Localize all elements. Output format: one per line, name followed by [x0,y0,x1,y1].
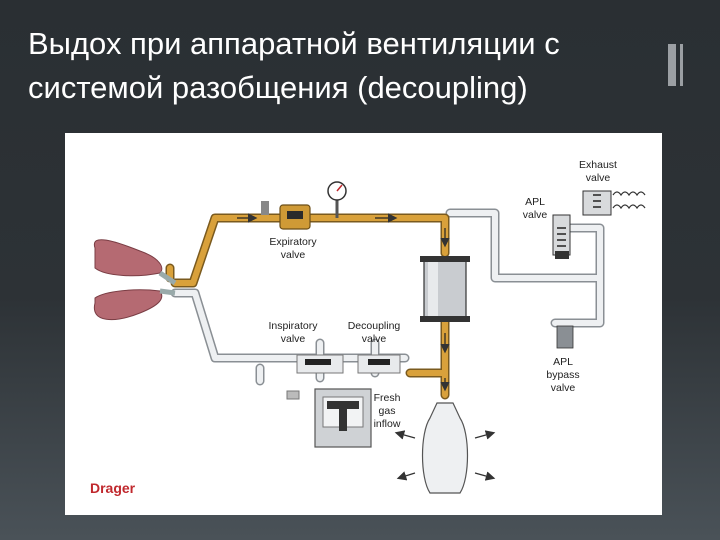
reservoir-bag [421,402,469,494]
accent-bar-thin [680,44,683,86]
credit-drager: Drager [90,480,136,496]
label-exhaust-2: valve [586,172,611,184]
label-decoupling-2: valve [362,333,387,345]
label-aplbypass-1: APL [553,356,573,368]
label-fresh-3: inflow [374,418,401,430]
exhaust-valve [582,190,646,216]
apl-valve [552,214,571,259]
label-expiratory-1: Expiratory [269,236,317,248]
component-labels: Exhaust valve APL valve Expiratory valve… [268,159,617,430]
bag-motion-arrows [394,430,496,481]
lungs [93,239,177,321]
label-inspiratory-2: valve [281,333,306,345]
slide-title: Выдох при аппаратной вентиляции с систем… [28,26,560,105]
label-fresh-2: gas [379,405,396,417]
label-apl-1: APL [525,196,545,208]
label-inspiratory-1: Inspiratory [268,320,318,332]
accent-bar [668,44,676,86]
flow-arrows [237,213,450,392]
label-fresh-1: Fresh [374,392,401,404]
label-aplbypass-2: bypass [546,369,579,381]
inspiratory-valve [286,354,344,400]
piston-ventilator [314,388,372,448]
expiratory-valve [261,201,311,230]
label-aplbypass-3: valve [551,382,576,394]
label-decoupling-1: Decoupling [348,320,401,332]
ventilation-diagram: Exhaust valve APL valve Expiratory valve… [65,133,662,515]
bellows-canister [420,256,470,322]
decoupling-valve [357,354,401,374]
label-exhaust-1: Exhaust [579,159,617,171]
label-apl-2: valve [523,209,548,221]
pressure-gauge-icon [327,181,347,218]
apl-bypass-valve [556,325,574,349]
diagram-svg: Exhaust valve APL valve Expiratory valve… [90,159,646,496]
label-expiratory-2: valve [281,249,306,261]
